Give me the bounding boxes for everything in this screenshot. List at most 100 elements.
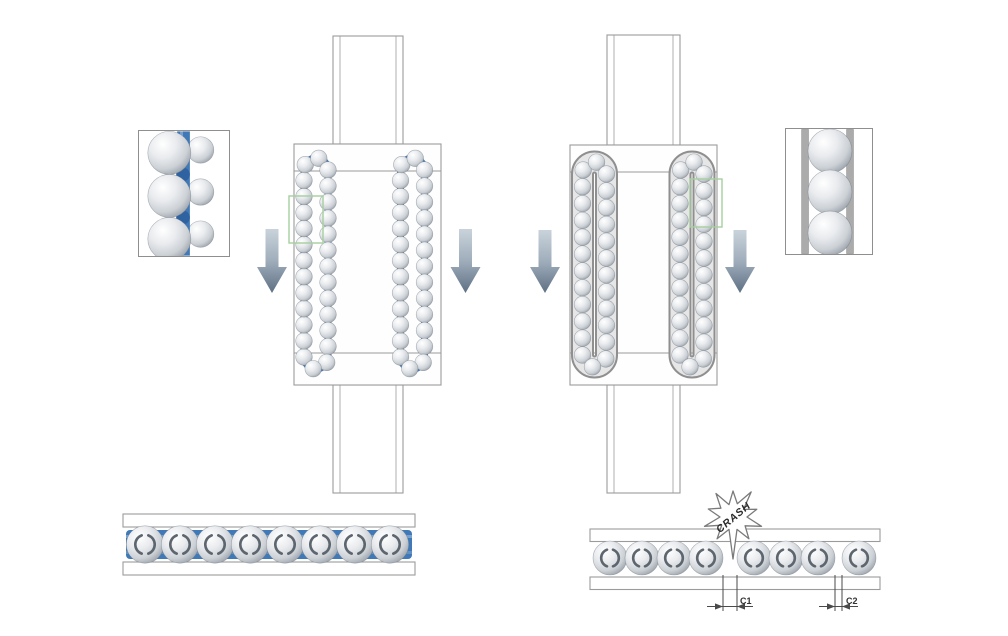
steel-ball: [592, 540, 628, 576]
ball-rotation-arrow: [287, 534, 297, 555]
steel-ball: [695, 199, 713, 217]
steel-ball: [187, 220, 215, 248]
steel-ball: [573, 279, 592, 297]
ball-rotation-arrow: [787, 548, 797, 568]
steel-ball: [295, 268, 313, 286]
steel-ball: [391, 300, 410, 318]
ball-rotation-arrow: [743, 548, 753, 568]
ball-chain-loop: [391, 149, 434, 378]
steel-ball: [300, 525, 339, 564]
steel-ball: [415, 321, 434, 340]
steel-ball: [295, 203, 313, 222]
steel-ball: [295, 284, 313, 302]
steel-ball: [671, 262, 689, 280]
steel-ball: [295, 252, 313, 270]
steel-ball: [695, 165, 713, 183]
steel-ball: [319, 273, 337, 291]
steel-ball: [391, 332, 410, 350]
ball-rotation-arrow: [643, 548, 653, 568]
steel-ball: [671, 178, 689, 196]
steel-ball: [406, 149, 424, 167]
steel-ball: [671, 295, 689, 314]
full-ball-loop: [668, 150, 716, 379]
ball-rotation-arrow: [378, 534, 388, 555]
steel-ball: [415, 273, 434, 291]
steel-ball: [807, 129, 853, 174]
dimension-label-c2: C2: [846, 596, 858, 606]
ball-rotation-arrow: [675, 548, 685, 568]
steel-ball: [391, 268, 410, 286]
steel-ball: [415, 305, 434, 324]
ball-rotation-arrow: [168, 534, 178, 555]
steel-ball: [573, 178, 592, 196]
steel-ball: [597, 249, 616, 267]
steel-ball: [807, 169, 853, 215]
steel-ball: [415, 161, 434, 179]
steel-ball: [319, 161, 337, 179]
ball-rotation-arrow: [663, 548, 673, 568]
steel-ball: [391, 203, 410, 222]
ball-chain-carriage-figure: [257, 35, 481, 494]
ball-rotation-arrow: [695, 548, 705, 568]
steel-ball: [319, 177, 337, 195]
motion-direction-arrow-down: [725, 230, 755, 293]
ball-rotation-arrow: [203, 534, 213, 555]
steel-ball: [573, 228, 592, 246]
full-ball-carriage-figure: [530, 34, 755, 494]
steel-ball: [695, 283, 713, 301]
ball-rotation-arrow: [807, 548, 817, 568]
ball-rotation-arrow: [273, 534, 283, 555]
steel-ball: [671, 211, 689, 230]
steel-ball: [295, 300, 313, 318]
ball-rotation-arrow: [147, 534, 157, 555]
guide-rail: [332, 35, 404, 145]
crash-starburst: [703, 490, 763, 560]
steel-ball: [265, 525, 304, 564]
ball-chain-detail-inset: [138, 130, 230, 257]
steel-ball: [415, 225, 434, 243]
steel-ball: [573, 295, 592, 314]
steel-ball: [319, 289, 337, 307]
ball-chain-detail-graphic: [147, 131, 215, 256]
detail-callout-box: [288, 195, 324, 244]
steel-ball: [695, 266, 713, 284]
steel-ball: [597, 182, 616, 200]
steel-ball: [295, 236, 313, 254]
ball-chain-row-figure: [122, 513, 416, 576]
ball-rotation-arrow: [775, 548, 785, 568]
ball-rotation-arrow: [707, 548, 717, 568]
steel-ball: [391, 220, 410, 238]
motion-direction-arrow-down: [257, 229, 287, 293]
steel-ball: [573, 329, 592, 347]
steel-ball: [573, 262, 592, 280]
steel-ball: [656, 540, 692, 576]
raceway-plate-bottom: [589, 576, 881, 591]
steel-ball: [597, 283, 616, 301]
ball-rotation-arrow: [182, 534, 192, 555]
steel-ball: [694, 350, 712, 368]
steel-ball: [391, 284, 410, 302]
ball-rotation-arrow: [252, 534, 262, 555]
raceway-plate-top: [122, 513, 416, 528]
steel-ball: [597, 165, 616, 183]
guide-rail: [606, 384, 681, 494]
steel-ball: [295, 220, 313, 238]
steel-ball: [319, 257, 337, 275]
steel-ball: [573, 194, 592, 213]
steel-ball: [671, 312, 689, 330]
steel-ball: [415, 257, 434, 275]
steel-ball: [415, 289, 434, 307]
steel-ball: [147, 217, 192, 256]
raceway-rail: [801, 129, 809, 254]
steel-ball: [695, 215, 713, 234]
steel-ball: [401, 360, 419, 378]
steel-ball: [768, 540, 804, 576]
steel-ball: [319, 225, 337, 243]
steel-ball: [841, 540, 877, 576]
steel-ball: [147, 131, 192, 175]
steel-ball: [573, 312, 592, 330]
ball-rotation-arrow: [848, 548, 858, 568]
steel-ball: [695, 316, 713, 335]
steel-ball: [319, 337, 337, 356]
